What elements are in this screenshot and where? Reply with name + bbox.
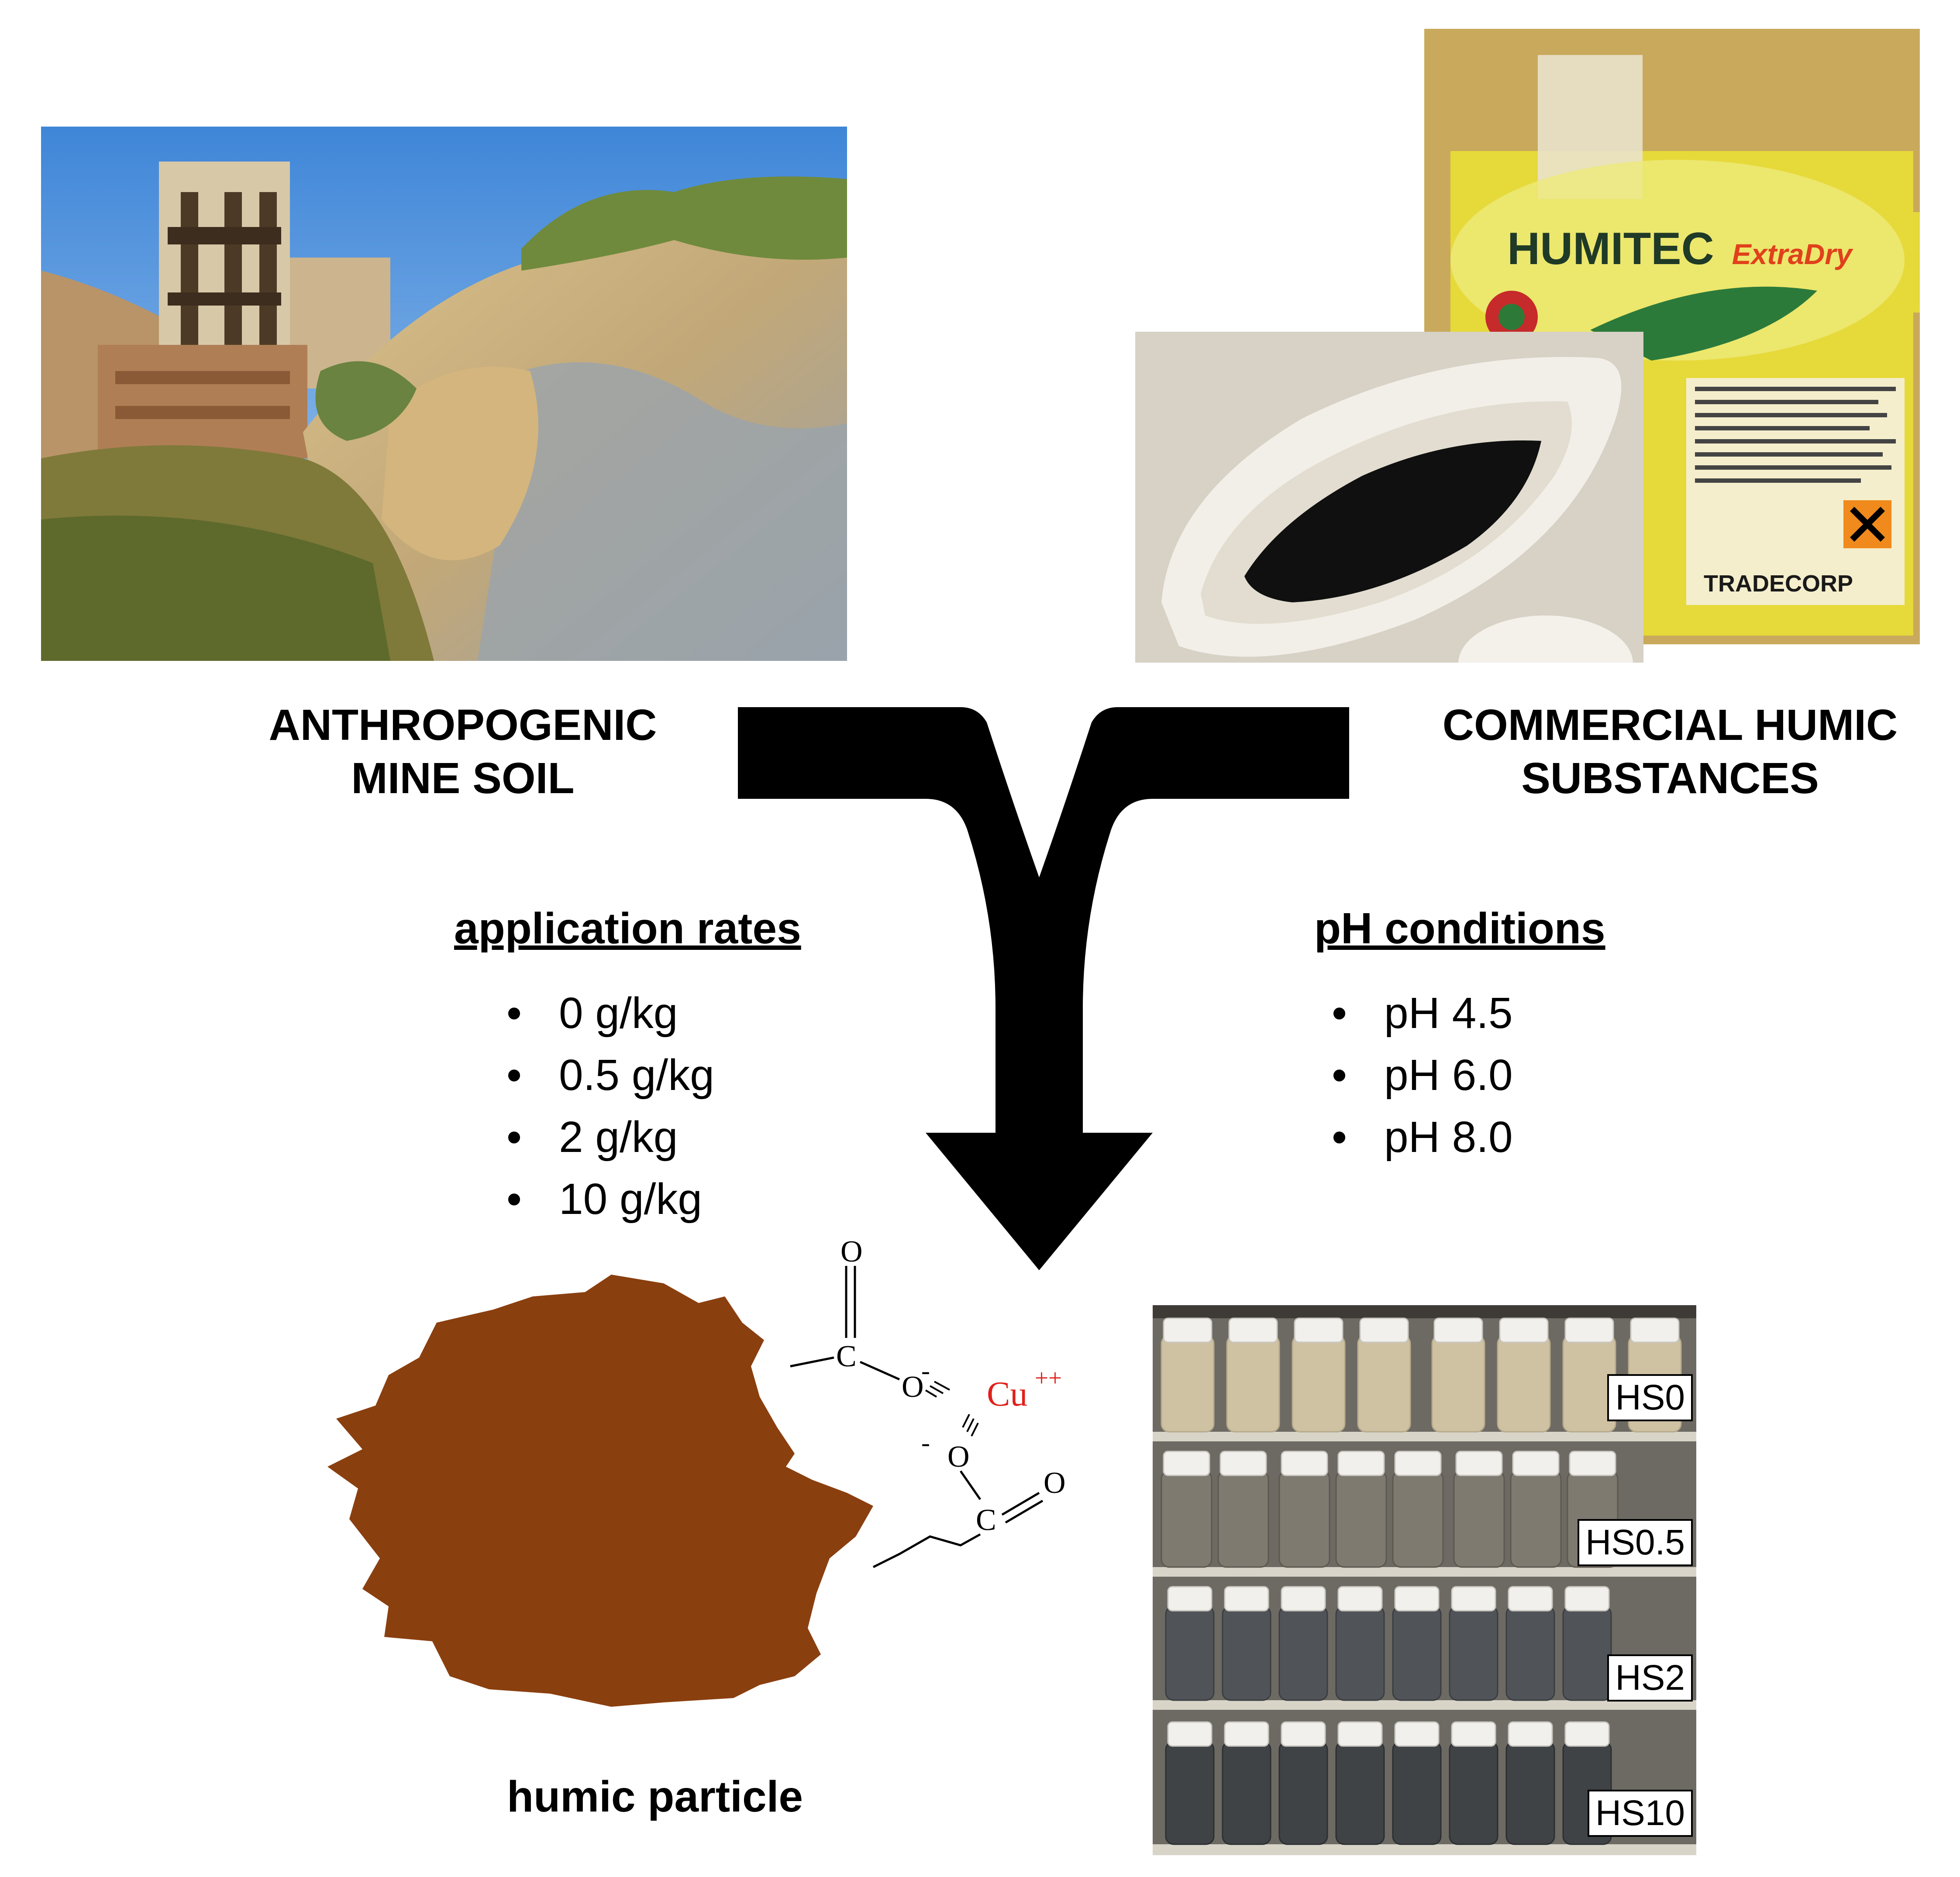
mine-soil-title-line1: ANTHROPOGENIC xyxy=(269,701,657,749)
sample-tag-hs0: HS0 xyxy=(1607,1374,1693,1421)
bullet-dot: • xyxy=(1332,1113,1347,1162)
sample-bottles-illustration xyxy=(1153,1305,1696,1855)
negative-charge-top: - xyxy=(921,1356,930,1385)
bullet-dot: • xyxy=(506,1175,522,1224)
rate-value: 2 g/kg xyxy=(559,1113,678,1162)
upper-carboxyl-group: C O O - xyxy=(790,1235,950,1404)
humitec-brand-variant: ExtraDry xyxy=(1732,238,1852,270)
merge-arrow-shape xyxy=(738,707,1349,1270)
copper-symbol: Cu xyxy=(987,1375,1027,1413)
list-item: • 2 g/kg xyxy=(506,1106,714,1168)
humic-substances-title-line2: SUBSTANCES xyxy=(1521,754,1819,803)
humitec-brand-name: HUMITEC xyxy=(1507,223,1714,274)
rate-value: 0 g/kg xyxy=(559,989,678,1038)
sample-tag-hs2: HS2 xyxy=(1607,1654,1693,1702)
mine-soil-illustration xyxy=(41,127,847,661)
humic-particle-diagram: C O O - Cu ++ O - C O xyxy=(327,1235,1066,1707)
ph-value: pH 8.0 xyxy=(1384,1113,1513,1162)
list-item: • pH 4.5 xyxy=(1332,982,1513,1044)
list-item: • 0.5 g/kg xyxy=(506,1044,714,1106)
humic-substances-title: COMMERCIAL HUMIC SUBSTANCES xyxy=(1388,698,1952,805)
carbonyl-oxygen-top: O xyxy=(840,1235,863,1269)
bullet-dot: • xyxy=(1332,1051,1347,1100)
humic-particle-shape xyxy=(327,1275,873,1707)
ph-conditions-heading: pH conditions xyxy=(1314,904,1605,953)
ph-value: pH 6.0 xyxy=(1384,1051,1513,1100)
bullet-dot: • xyxy=(1332,989,1347,1038)
copper-ion: Cu ++ xyxy=(987,1365,1062,1413)
carboxylate-oxygen-top: O xyxy=(902,1370,924,1404)
list-item: • 0 g/kg xyxy=(506,982,714,1044)
sample-tag-hs0-5: HS0.5 xyxy=(1578,1519,1693,1566)
application-rates-heading: application rates xyxy=(454,904,801,953)
ph-value: pH 4.5 xyxy=(1384,989,1513,1038)
sample-bottles-photo: HS0 HS0.5 HS2 HS10 xyxy=(1153,1305,1696,1855)
mine-soil-photo xyxy=(41,127,847,661)
sample-tag-hs10: HS10 xyxy=(1587,1790,1693,1837)
list-item: • 10 g/kg xyxy=(506,1168,714,1230)
carboxyl-carbon-bottom: C xyxy=(976,1503,996,1537)
humitec-brand-label: HUMITEC ExtraDry xyxy=(1507,223,1852,275)
powder-tray-illustration xyxy=(1135,332,1643,663)
merge-arrow xyxy=(738,707,1349,1270)
humic-particle-label: humic particle xyxy=(507,1772,803,1821)
mine-soil-title-line2: MINE SOIL xyxy=(351,754,575,803)
lower-carboxyl-group: O - C O xyxy=(872,1414,1066,1568)
bullet-dot: • xyxy=(506,1113,522,1162)
tradecorp-label: TRADECORP xyxy=(1704,571,1853,597)
humic-substances-title-line1: COMMERCIAL HUMIC xyxy=(1442,701,1898,749)
rate-value: 0.5 g/kg xyxy=(559,1051,714,1100)
rate-value: 10 g/kg xyxy=(559,1175,703,1224)
carbonyl-oxygen-bottom: O xyxy=(1044,1466,1066,1500)
copper-charge: ++ xyxy=(1035,1365,1062,1391)
mine-soil-title: ANTHROPOGENIC MINE SOIL xyxy=(188,698,738,805)
humic-powder-tray-photo xyxy=(1135,332,1643,663)
bullet-dot: • xyxy=(506,1051,522,1100)
list-item: • pH 8.0 xyxy=(1332,1106,1513,1168)
application-rates-list: • 0 g/kg • 0.5 g/kg • 2 g/kg • 10 g/kg xyxy=(506,982,714,1230)
list-item: • pH 6.0 xyxy=(1332,1044,1513,1106)
bullet-dot: • xyxy=(506,989,522,1038)
ph-conditions-list: • pH 4.5 • pH 6.0 • pH 8.0 xyxy=(1332,982,1513,1168)
carboxyl-carbon-top: C xyxy=(836,1340,857,1373)
carboxylate-oxygen-bottom: O xyxy=(947,1440,970,1474)
negative-charge-bottom: - xyxy=(921,1428,930,1457)
